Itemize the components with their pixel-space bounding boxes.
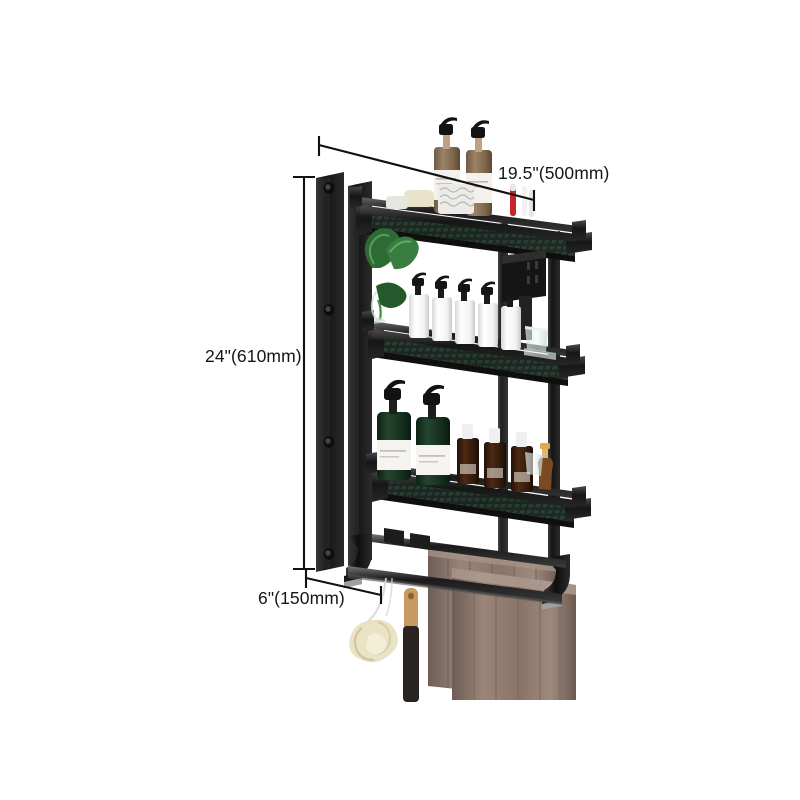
- depth-dimension-label: 6"(150mm): [258, 588, 345, 608]
- amber-dropper-bottle: [457, 424, 479, 484]
- white-pump-bottle: [432, 275, 452, 341]
- middle-shelf-items: [409, 272, 556, 360]
- soap-bar: [386, 196, 408, 209]
- hook-loofah: [349, 577, 398, 663]
- glass-tumbler: [525, 326, 548, 352]
- middle-shelf: [368, 327, 585, 386]
- top-shelf-items: [386, 117, 534, 217]
- height-dimension-line: [293, 175, 315, 571]
- wall-mount-rail-back: [316, 172, 344, 572]
- green-pump-bottle: [416, 384, 450, 485]
- wooden-body-brush: [403, 588, 419, 702]
- amber-dropper-bottle: [484, 428, 506, 488]
- white-pump-bottle: [501, 284, 521, 350]
- mount-bolt-group: [323, 182, 335, 560]
- green-pump-bottle: [377, 379, 411, 480]
- towel-bar-back: [372, 528, 566, 568]
- red-toothbrush: [510, 184, 516, 216]
- towel-bar-front: [348, 566, 562, 605]
- patterned-jar: [438, 184, 475, 214]
- white-pump-bottle: [478, 281, 498, 347]
- width-dimension-line: [317, 136, 536, 211]
- height-dimension-label: 24"(610mm): [205, 346, 302, 366]
- depth-dimension-line: [304, 570, 383, 604]
- green-plant-vase: [364, 228, 419, 324]
- glass-jar: [525, 452, 543, 476]
- loofah-sponge: [349, 619, 398, 663]
- width-dimension-label: 19.5"(500mm): [498, 163, 610, 183]
- white-toothbrush: [522, 186, 534, 217]
- white-pump-bottle: [455, 278, 475, 344]
- glass-tray: [524, 348, 556, 360]
- cream-tube: [404, 190, 434, 207]
- bottom-shelf-items: [377, 379, 554, 492]
- white-pump-bottle: [409, 272, 429, 338]
